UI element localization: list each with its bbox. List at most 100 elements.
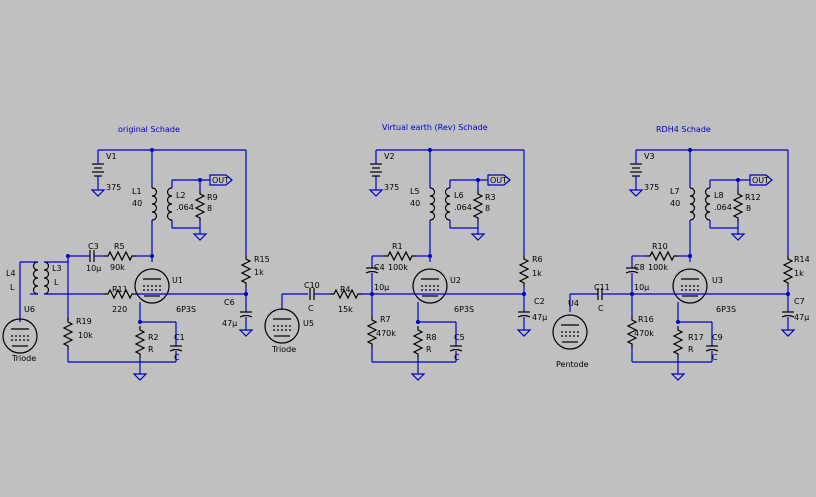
- label-c7: C7: [794, 297, 805, 306]
- label-r3: R3: [485, 193, 496, 202]
- label-v2: V2: [384, 152, 395, 161]
- value-u6: Triode: [11, 354, 36, 363]
- value-c7: 47µ: [794, 313, 809, 322]
- stage-3: [552, 148, 795, 381]
- value-c4: 10µ: [374, 283, 389, 292]
- label-c9: C9: [712, 333, 723, 342]
- label-l8: L8: [714, 191, 724, 200]
- out-port-2: OUT: [490, 176, 507, 185]
- value-c6: 47µ: [222, 319, 237, 328]
- value-r14: 1k: [794, 269, 804, 278]
- label-c3: C3: [88, 242, 99, 251]
- value-r6: 1k: [532, 269, 542, 278]
- stage-2: [264, 148, 531, 381]
- value-r1: 100k: [388, 263, 408, 272]
- label-c2: C2: [534, 297, 545, 306]
- value-c8: 10µ: [634, 283, 649, 292]
- label-r7: R7: [380, 315, 391, 324]
- value-r11: 220: [112, 305, 127, 314]
- out-port-3: OUT: [752, 176, 769, 185]
- value-u4: Pentode: [556, 360, 589, 369]
- value-r8: R: [426, 345, 432, 354]
- label-l5: L5: [410, 187, 420, 196]
- label-c4: C4: [374, 263, 385, 272]
- value-l1: 40: [132, 199, 142, 208]
- value-v1: 375: [106, 183, 121, 192]
- value-r3: 8: [485, 204, 490, 213]
- label-r17: R17: [688, 333, 704, 342]
- label-r16: R16: [638, 315, 654, 324]
- value-r15: 1k: [254, 268, 264, 277]
- label-l6: L6: [454, 191, 464, 200]
- label-r14: R14: [794, 255, 810, 264]
- label-u2: U2: [450, 276, 461, 285]
- out-port-1: OUT: [212, 176, 229, 185]
- label-r11: R11: [112, 285, 128, 294]
- value-l7: 40: [670, 199, 680, 208]
- label-u6: U6: [24, 305, 35, 314]
- label-v3: V3: [644, 152, 655, 161]
- value-c3: 10µ: [86, 264, 101, 273]
- label-r5: R5: [114, 242, 125, 251]
- label-l3: L3: [52, 264, 62, 273]
- stage-1: [2, 148, 253, 381]
- value-r5: 90k: [110, 263, 125, 272]
- label-u5: U5: [303, 319, 314, 328]
- value-u1: 6P3S: [176, 305, 196, 314]
- label-c11: C11: [594, 283, 610, 292]
- value-v3: 375: [644, 183, 659, 192]
- label-r1: R1: [392, 242, 403, 251]
- value-l4: L: [10, 283, 15, 292]
- value-v2: 375: [384, 183, 399, 192]
- value-l5: 40: [410, 199, 420, 208]
- value-l8: .064: [714, 203, 732, 212]
- label-r4: R4: [340, 285, 351, 294]
- label-c5: C5: [454, 333, 465, 342]
- label-r15: R15: [254, 255, 270, 264]
- value-c5: C: [454, 353, 460, 362]
- label-l1: L1: [132, 187, 142, 196]
- label-r2: R2: [148, 333, 159, 342]
- value-u3: 6P3S: [716, 305, 736, 314]
- value-c1: C: [174, 353, 180, 362]
- label-u3: U3: [712, 276, 723, 285]
- value-c2: 47µ: [532, 313, 547, 322]
- label-r6: R6: [532, 255, 543, 264]
- value-u2: 6P3S: [454, 305, 474, 314]
- label-l7: L7: [670, 187, 680, 196]
- value-c11: C: [598, 304, 604, 313]
- label-r9: R9: [207, 193, 218, 202]
- value-l3: L: [54, 278, 59, 287]
- value-c9: C: [712, 353, 718, 362]
- value-r9: 8: [207, 204, 212, 213]
- label-c8: C8: [634, 263, 645, 272]
- label-r19: R19: [76, 317, 92, 326]
- value-u5: Triode: [271, 345, 296, 354]
- value-r16: 470k: [634, 329, 654, 338]
- label-c10: C10: [304, 281, 320, 290]
- title-original-schade: original Schade: [118, 125, 180, 134]
- value-r17: R: [688, 345, 694, 354]
- label-l4: L4: [6, 269, 16, 278]
- value-r7: 470k: [376, 329, 396, 338]
- value-r19: 10k: [78, 331, 93, 340]
- value-l6: .064: [454, 203, 472, 212]
- value-l2: .064: [176, 203, 194, 212]
- label-c6: C6: [224, 298, 235, 307]
- value-r10: 100k: [648, 263, 668, 272]
- value-r12: 8: [746, 204, 751, 213]
- label-v1: V1: [106, 152, 117, 161]
- label-r10: R10: [652, 242, 668, 251]
- value-c10: C: [308, 304, 314, 313]
- label-l2: L2: [176, 191, 186, 200]
- value-r4: 15k: [338, 305, 353, 314]
- label-c1: C1: [174, 333, 185, 342]
- label-u1: U1: [172, 276, 183, 285]
- label-r12: R12: [745, 193, 761, 202]
- title-rdh4-schade: RDH4 Schade: [656, 125, 711, 134]
- label-u4: U4: [568, 299, 579, 308]
- title-virtual-earth-schade: Virtual earth (Rev) Schade: [382, 123, 488, 132]
- value-r2: R: [148, 345, 154, 354]
- label-r8: R8: [426, 333, 437, 342]
